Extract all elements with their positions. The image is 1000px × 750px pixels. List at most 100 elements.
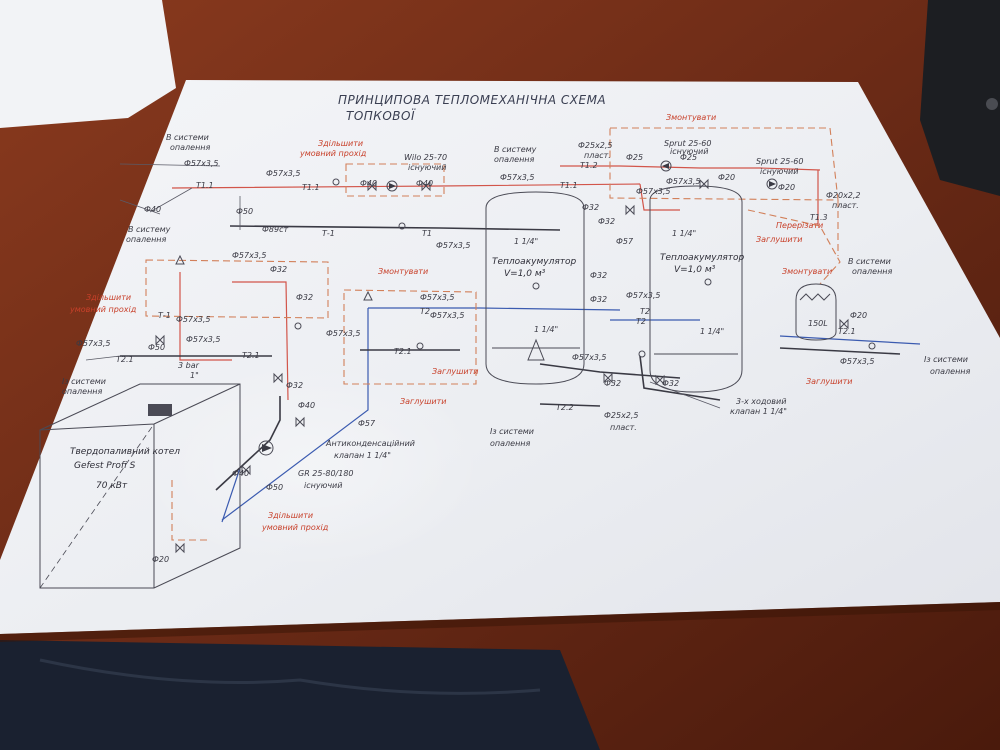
label-d32-e: Ф32 — [590, 271, 607, 280]
fabric-fold — [39, 658, 541, 695]
label-to-heating-4-line2: опалення — [852, 267, 893, 276]
valve-icon — [175, 542, 185, 554]
boiler-label-line3: 70 кВт — [96, 481, 128, 491]
label-d57-x: Ф57 — [616, 237, 634, 246]
title-line-1: ПРИНЦИПОВА ТЕПЛОМЕХАНІЧНА СХЕМА — [338, 93, 606, 107]
annotation-bypass-3-line1: Здільшити — [268, 511, 313, 520]
label-t1-dash-vertical: Т-1 — [158, 311, 171, 320]
valve-icon — [699, 178, 709, 190]
dark-device — [920, 0, 1000, 196]
boiler-label-line1: Твердопаливний котел — [70, 447, 180, 457]
label-pipe-25-top-line1: Ф25х2,5 — [578, 141, 613, 150]
label-t1-dash: Т-1 — [322, 229, 335, 238]
label-safety-valve-line2: 1" — [190, 371, 199, 380]
pump-icon — [386, 180, 398, 192]
label-t1: Т1 — [422, 229, 432, 238]
main-pipe-t1 — [229, 225, 561, 231]
label-t21-c: Т2.1 — [394, 347, 412, 356]
label-d20-a: Ф20 — [718, 173, 735, 182]
thermometer-icon — [416, 342, 424, 350]
removal-box-left — [145, 259, 329, 319]
supply-line-t11 — [171, 183, 641, 189]
label-pipe-57-d: Ф57х3,5 — [232, 251, 267, 260]
label-pipe-57-n: Ф57х3,5 — [840, 357, 875, 366]
label-from-heating-3-line2: опалення — [930, 367, 971, 376]
aux-line-top-left — [119, 163, 221, 215]
t22-return — [539, 403, 601, 407]
annotation-plug-1: Заглушити — [756, 235, 802, 244]
label-to-heating-2-line1: В систему — [128, 225, 171, 234]
tank-right-label-line2: V=1,0 м³ — [674, 265, 716, 275]
thermometer-icon — [398, 222, 406, 230]
label-d40-d: Ф40 — [298, 401, 315, 410]
pump-icon — [766, 178, 778, 190]
label-pipe-25-top-line2: пласт. — [584, 151, 611, 160]
label-from-heating-1-line2: опалення — [62, 387, 103, 396]
thermometer-icon — [868, 342, 876, 350]
label-from-heating-3-line1: Із системи — [924, 355, 968, 364]
thermometer-icon — [332, 178, 340, 186]
label-pipe-20-line1: Ф20х2,2 — [826, 191, 861, 200]
dark-fabric — [0, 640, 600, 750]
annotation-plug-2: Заглушити — [432, 367, 478, 376]
label-d57-y: Ф57 — [358, 419, 376, 428]
label-from-heating-1-line1: Із системи — [62, 377, 106, 386]
label-pipe-57-f: Ф57х3,5 — [636, 187, 671, 196]
red-dash-boiler-bottom — [171, 480, 210, 541]
annotation-plug-4: Заглушити — [400, 397, 446, 406]
tank-right-body — [649, 185, 743, 393]
tank-left-coil — [492, 338, 580, 361]
aux-line-f40 — [149, 187, 193, 213]
annotation-dismantle-3: Змонтувати — [782, 267, 832, 276]
label-pipe-57-g: Ф57х3,5 — [666, 177, 701, 186]
three-way-link — [639, 355, 721, 401]
air-vent-icon — [363, 290, 373, 301]
supply-line-t12 — [560, 165, 821, 171]
label-d32-f: Ф32 — [590, 295, 607, 304]
label-to-heating-2-line2: опалення — [126, 235, 167, 244]
annotation-bypass-1-line2: умовний прохід — [299, 149, 367, 158]
label-to-heating-3-line2: опалення — [494, 155, 535, 164]
air-vent-icon — [175, 254, 185, 265]
valve-icon — [295, 416, 305, 428]
label-d25-b: Ф25 — [680, 153, 697, 162]
boiler-pump-branch — [215, 396, 281, 491]
label-t11-a: Т1.1 — [196, 181, 214, 190]
annotation-cut-1: Перерізати — [776, 221, 823, 230]
supply-line-to-tank-a — [639, 183, 680, 211]
label-t11-b: Т1.1 — [302, 183, 320, 192]
label-pipe-25-bottom-line1: Ф25х2,5 — [604, 411, 639, 420]
label-d50-b: Ф50 — [148, 343, 165, 352]
annotation-dismantle-2: Змонтувати — [378, 267, 428, 276]
label-t11-c: Т1.1 — [560, 181, 578, 190]
annotation-bypass-1-line1: Здільшити — [318, 139, 363, 148]
valve-icon — [367, 180, 377, 192]
label-anticondensation-line1: Антиконденсаційний — [325, 439, 415, 448]
removal-box-wilo — [345, 163, 445, 197]
thermometer-icon — [532, 282, 540, 290]
label-pipe-57-k: Ф57х3,5 — [626, 291, 661, 300]
annotation-bypass-2-line1: Здільшити — [86, 293, 131, 302]
label-pipe-57-p: Ф57х3,5 — [572, 353, 607, 362]
valve-icon — [839, 318, 849, 330]
tank-right-label-line1: Теплоакумулятор — [660, 253, 744, 263]
label-t21-b: Т2.1 — [242, 351, 260, 360]
boiler-side — [39, 383, 241, 588]
label-pipe-57-c: Ф57х3,5 — [436, 241, 471, 250]
tank-right-fitting-bottom: 1 1/4" — [700, 327, 724, 336]
label-t2-a: Т2 — [420, 307, 430, 316]
tank-left-fitting-bottom: 1 1/4" — [534, 325, 558, 334]
label-three-way-line2: клапан 1 1/4" — [730, 407, 787, 416]
label-from-heating-2-line2: опалення — [490, 439, 531, 448]
label-d40-e: Ф40 — [232, 469, 249, 478]
supply-line-boiler-top — [232, 281, 289, 401]
label-gr-pump-line1: GR 25-80/180 — [298, 469, 354, 478]
label-pipe-57-j: Ф57х3,5 — [430, 311, 465, 320]
label-wilo-line1: Wilo 25-70 — [404, 153, 447, 162]
return-line-boiler-feed — [221, 467, 241, 523]
label-t13: Т1.3 — [810, 213, 828, 222]
tank-left-label-line1: Теплоакумулятор — [492, 257, 576, 267]
label-d32-g: Ф32 — [286, 381, 303, 390]
label-pipe-57-a: Ф57х3,5 — [184, 159, 219, 168]
annotation-bypass-2-line2: умовний прохід — [69, 305, 137, 314]
